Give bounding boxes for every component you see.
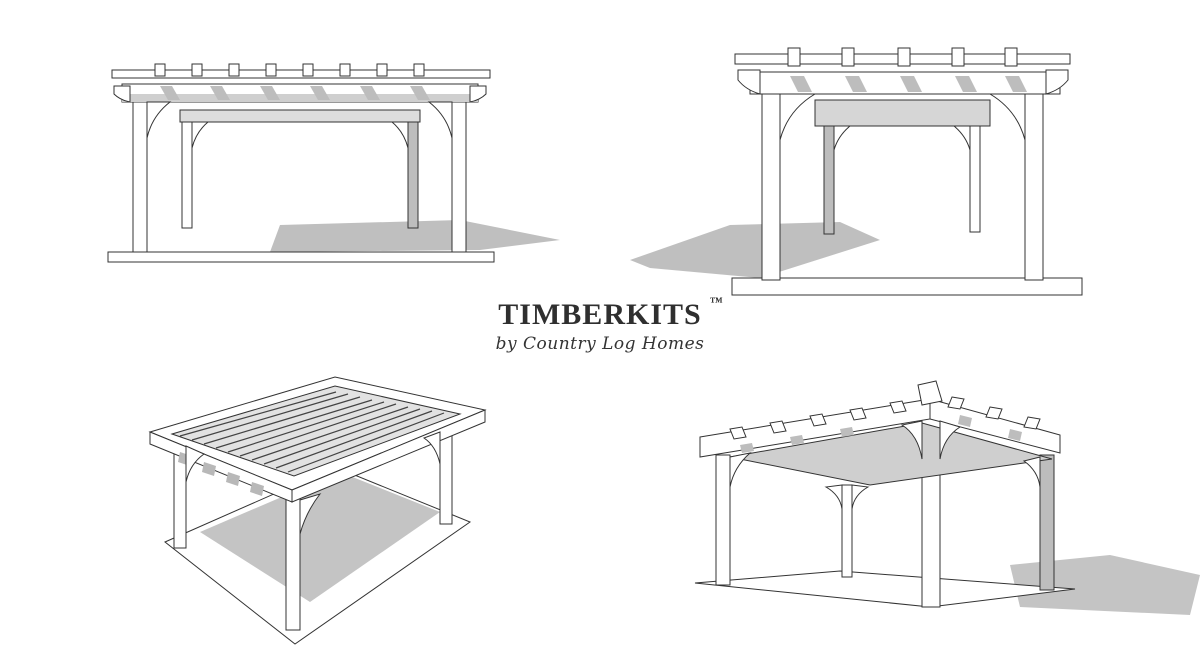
pergola-front-drawing (107, 63, 560, 263)
pergola-aerial-drawing (148, 376, 487, 645)
front-post-left (132, 99, 148, 253)
brand-logo: TIMBERKITS ™ by Country Log Homes (470, 294, 730, 378)
ground-shadow (270, 220, 560, 252)
beam-shadows (790, 76, 1027, 92)
bracket-front-left (146, 101, 172, 139)
back-post-left (823, 125, 835, 235)
right-beam (929, 398, 1061, 454)
back-beam (179, 109, 421, 123)
end-knee-right (1045, 69, 1069, 95)
pergola-front-perspective-view (620, 40, 1090, 300)
pergola-corner-view (690, 375, 1200, 625)
brand-name-text: TIMBERKITS (498, 298, 702, 331)
back-post-right (407, 119, 419, 229)
ground-shadow (1010, 555, 1200, 615)
end-knee-left (113, 85, 131, 103)
back-post-right (969, 125, 981, 233)
base-slab (694, 570, 1076, 608)
beam-shadows (740, 415, 1022, 453)
bracket-front-left (779, 93, 817, 141)
bracket-back-right (422, 431, 441, 465)
back-beam (814, 99, 991, 127)
bracket-front-right (427, 101, 453, 139)
post-front-right (285, 491, 301, 631)
post-back-right (439, 431, 453, 525)
trademark-symbol: ™ (709, 294, 724, 309)
top-rafters (734, 47, 1071, 67)
bracket-front-left (729, 452, 752, 488)
post-back-left (841, 484, 853, 578)
front-post-right (451, 99, 467, 253)
rafter-shadows (160, 86, 430, 100)
bracket-front-right (988, 93, 1026, 141)
top-rafters (111, 63, 491, 79)
bracket-corner-right (939, 420, 962, 460)
pergola-perspective-drawing (630, 47, 1083, 296)
roof-slats (179, 391, 445, 473)
ground-shadow (630, 222, 880, 278)
bracket-front-right (299, 493, 322, 535)
bracket-back-left (824, 484, 843, 510)
pergola-front-view (100, 60, 570, 270)
end-knee-left (737, 69, 761, 95)
front-post-right (1024, 89, 1044, 281)
corner-cap (917, 380, 943, 406)
bracket-back-left (191, 121, 210, 149)
bracket-corner-left (900, 420, 923, 460)
post-front-left (715, 454, 731, 586)
ground-shadow (200, 472, 440, 602)
beam-shadow-band (122, 94, 478, 102)
end-knee-right (469, 85, 487, 103)
top-rafters (729, 396, 1041, 440)
base-slab (731, 277, 1083, 296)
bracket-back-left (833, 125, 852, 151)
bracket-back-right (390, 121, 409, 149)
pergola-aerial-view (140, 372, 500, 652)
base-slab (107, 251, 495, 263)
back-post-left (181, 119, 193, 229)
brand-tagline: by Country Log Homes (495, 334, 705, 354)
pergola-corner-drawing (694, 380, 1200, 615)
front-post-left (761, 89, 781, 281)
roof-underside (729, 422, 1053, 486)
bracket-back-right (1022, 456, 1041, 488)
bracket-back-left-2 (851, 484, 870, 510)
brand-name: TIMBERKITS ™ (498, 294, 722, 332)
bracket-front-left (185, 445, 206, 483)
post-back-right (1039, 454, 1055, 591)
bracket-back-right (952, 125, 971, 151)
